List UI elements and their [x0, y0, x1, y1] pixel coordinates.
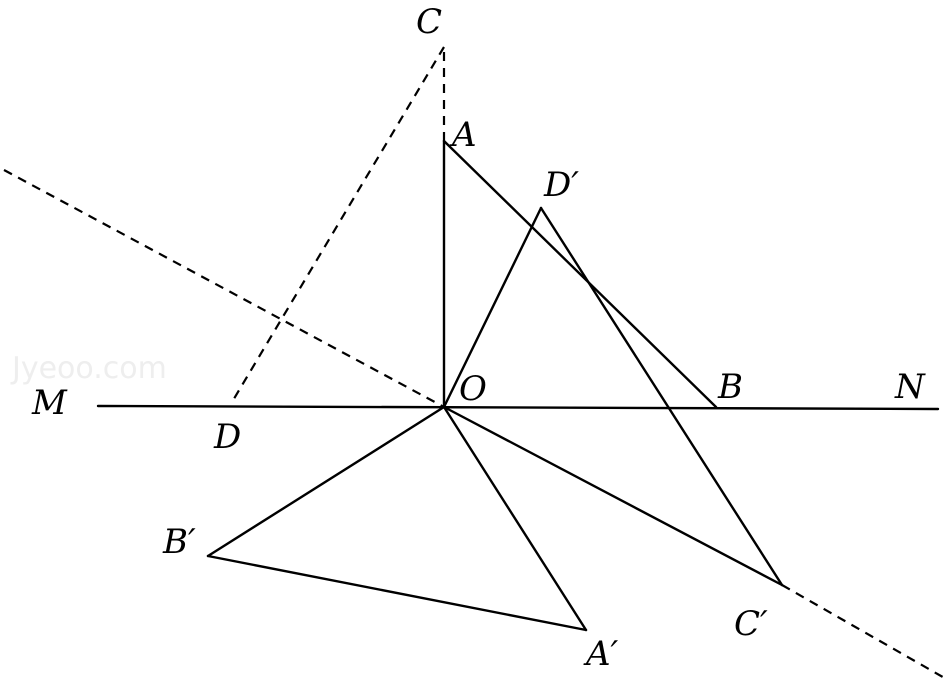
segment-od-prime — [442, 206, 543, 409]
segment-cd-dashed — [231, 46, 445, 403]
label-a-prime: A′ — [583, 634, 619, 674]
label-b: B — [717, 367, 743, 407]
line-upper-left-dashed — [3, 169, 445, 408]
segment-ob-prime — [206, 405, 446, 558]
segment-oa-prime — [442, 405, 588, 632]
line-lower-right-dashed — [781, 584, 949, 681]
label-n: N — [894, 367, 926, 407]
segment-oc-prime — [442, 405, 784, 587]
segment-ab — [442, 139, 718, 409]
label-a: A — [449, 115, 477, 155]
label-b-prime: B′ — [162, 522, 196, 562]
line-mn — [96, 404, 940, 411]
label-m: M — [31, 383, 68, 423]
label-c-prime: C′ — [734, 604, 768, 644]
label-o: O — [459, 369, 487, 409]
label-d: D — [213, 417, 241, 457]
segment-d-prime-c-prime — [539, 206, 784, 587]
watermark: Jyeoo.com — [10, 351, 167, 386]
segment-b-prime-a-prime — [206, 554, 588, 632]
label-c: C — [416, 2, 442, 42]
label-d-prime: D′ — [543, 165, 579, 205]
